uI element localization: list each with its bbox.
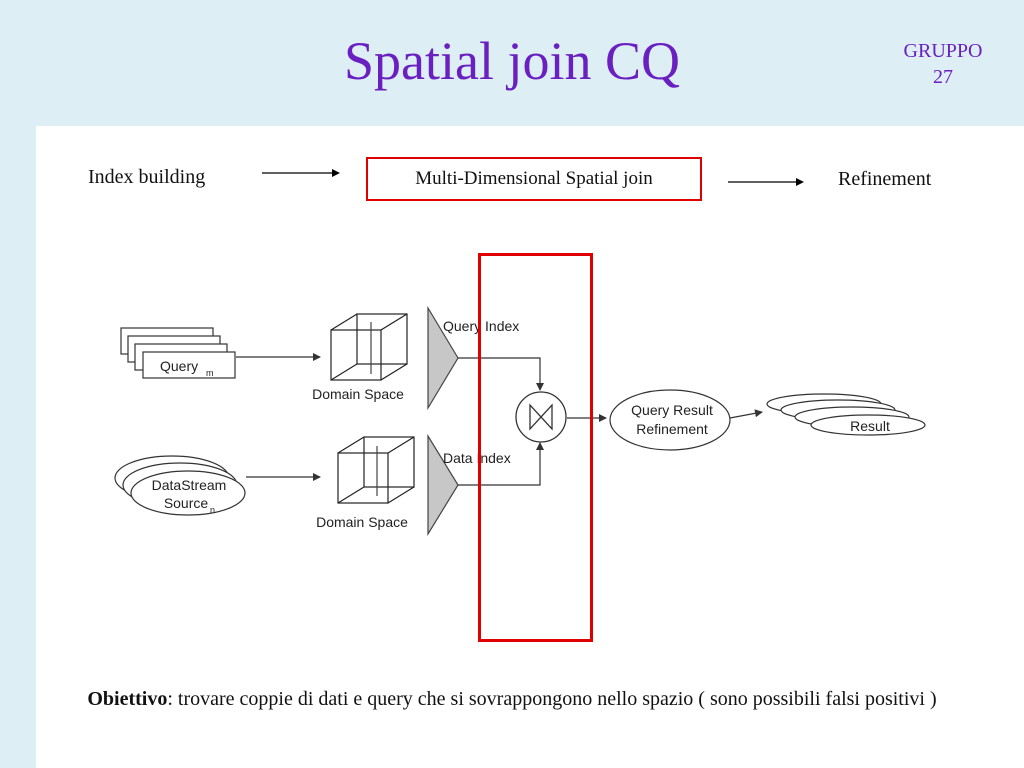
domain-space-bottom-label: Domain Space xyxy=(316,514,408,530)
refinement-label-line2: Refinement xyxy=(636,421,708,437)
datastream-stack: DataStream Source n xyxy=(114,455,246,516)
query-label: Query xyxy=(160,358,198,374)
pipeline-step-index-building: Index building xyxy=(88,166,206,188)
arrow-refinement-to-result xyxy=(729,409,763,419)
spatial-join-label: Multi-Dimensional Spatial join xyxy=(415,168,653,189)
source-subscript: n xyxy=(210,505,215,515)
arrow-query-index-to-join xyxy=(458,357,544,391)
result-label: Result xyxy=(850,418,890,434)
pipeline-step-refinement: Refinement xyxy=(838,168,932,190)
query-subscript: m xyxy=(206,368,214,378)
objective-text: Obiettivo: trovare coppie di dati e quer… xyxy=(40,684,984,714)
group-badge: GRUPPO 27 xyxy=(880,38,1006,90)
content-panel xyxy=(36,126,1024,768)
domain-space-top-cube xyxy=(330,313,408,381)
objective-body: : trovare coppie di dati e query che si … xyxy=(167,688,937,710)
slide-title: Spatial join CQ xyxy=(344,31,680,91)
pipeline-step-spatial-join: Multi-Dimensional Spatial join xyxy=(366,157,702,201)
group-label: GRUPPO xyxy=(903,40,983,62)
domain-space-top-label: Domain Space xyxy=(312,386,404,402)
datastream-label: DataStream xyxy=(152,477,227,493)
join-operator-icon xyxy=(515,391,567,443)
result-stack: Result xyxy=(766,393,926,436)
query-stack: Query m xyxy=(120,327,236,379)
pipeline-arrow-1 xyxy=(262,169,340,177)
domain-space-bottom-cube xyxy=(337,436,415,504)
query-result-refinement-node xyxy=(609,389,731,451)
objective-label: Obiettivo xyxy=(87,688,168,710)
data-index-triangle xyxy=(427,433,459,537)
data-index-label: Data Index xyxy=(443,450,511,466)
arrow-data-index-to-join xyxy=(458,442,544,486)
source-label: Source xyxy=(164,495,209,511)
join-highlight-box xyxy=(478,253,593,642)
refinement-label-line1: Query Result xyxy=(631,402,713,418)
query-index-label: Query Index xyxy=(443,318,519,334)
group-number: 27 xyxy=(933,66,953,88)
pipeline-arrow-2 xyxy=(728,178,804,186)
query-index-triangle xyxy=(427,305,459,411)
